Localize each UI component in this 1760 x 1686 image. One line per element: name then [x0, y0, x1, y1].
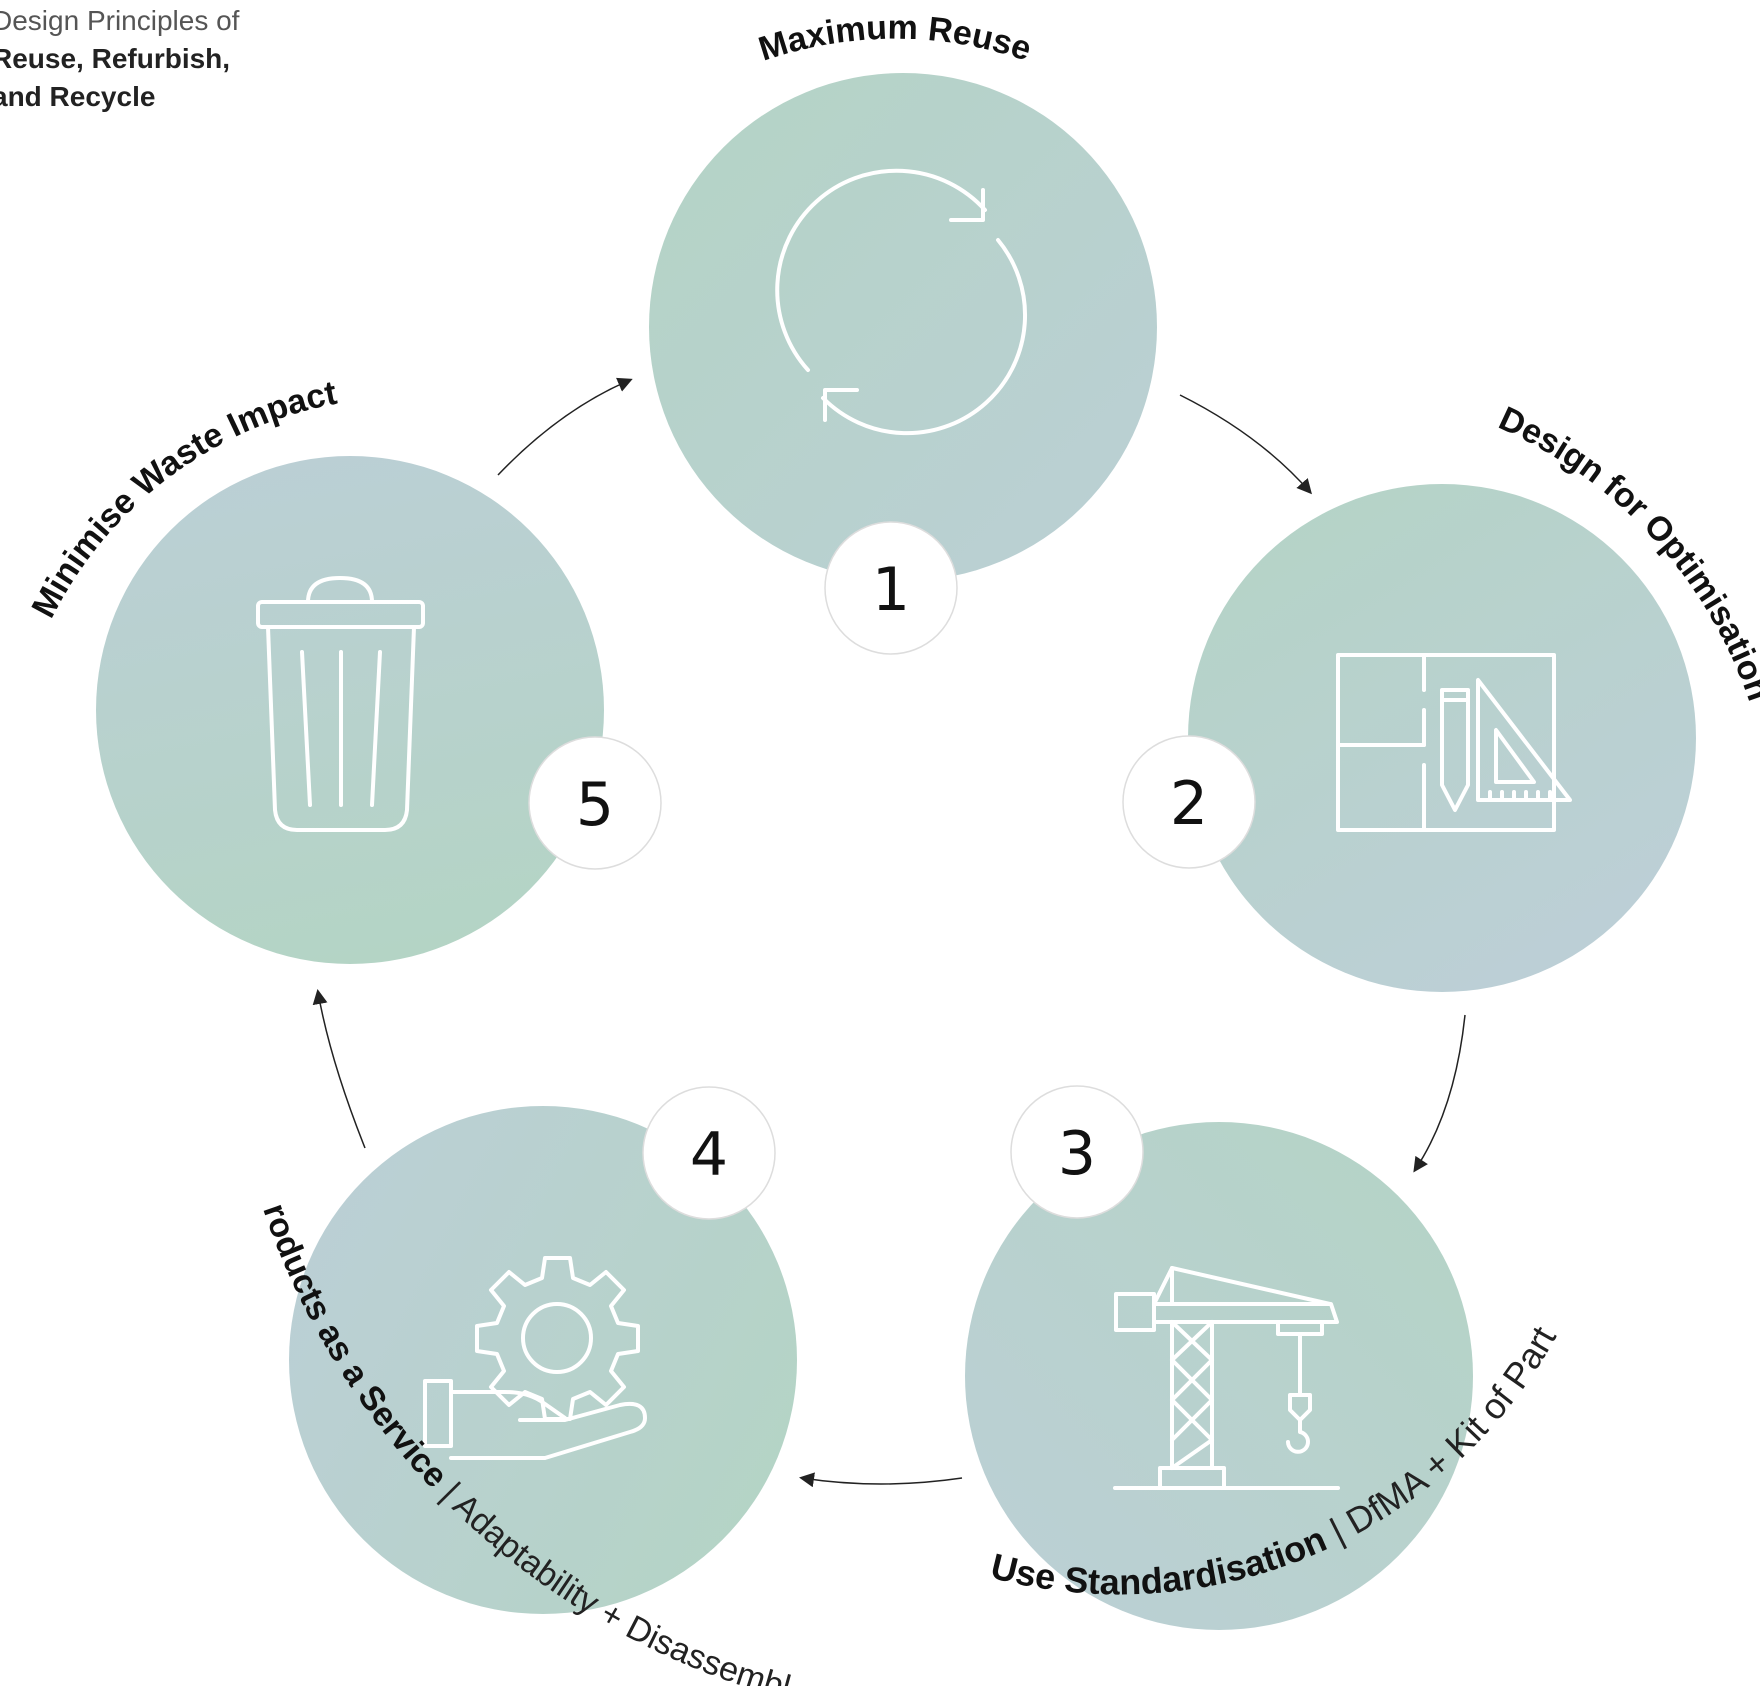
- principle-3-badge: [1010, 1085, 1144, 1219]
- principle-4-badge: [642, 1086, 776, 1220]
- trash-bin-icon: [256, 576, 425, 832]
- principle-4-node: 4: [289, 1086, 797, 1614]
- header-line-1: Design Principles of: [0, 5, 240, 36]
- header-line-3: and Recycle: [0, 81, 156, 112]
- principle-5-badge: [528, 736, 662, 870]
- principle-1-circle: [649, 73, 1157, 581]
- principle-4-circle: [289, 1106, 797, 1614]
- principle-5-node: 5: [96, 456, 662, 964]
- principle-3-circle: [965, 1122, 1473, 1630]
- principle-2-node: 2: [1122, 484, 1696, 992]
- principle-1-badge: [824, 521, 958, 655]
- arrow-1-to-2: [1179, 394, 1312, 495]
- principle-1-node: 1: [649, 73, 1157, 655]
- tower-crane-icon: [1113, 1266, 1340, 1490]
- arrow-5-to-1: [497, 377, 633, 476]
- principle-3-node: 3: [965, 1085, 1473, 1630]
- principle-2-number: 2: [1170, 769, 1208, 839]
- principle-4-number: 4: [690, 1120, 728, 1190]
- diagram-header: Design Principles of Reuse, Refurbish, a…: [0, 2, 312, 116]
- header-line-2: Reuse, Refurbish,: [0, 43, 231, 74]
- principle-5-number: 5: [576, 770, 614, 840]
- arrow-4-to-5: [312, 989, 366, 1149]
- principle-1-number: 1: [872, 555, 910, 625]
- refresh-cycle-icon: [775, 168, 1028, 436]
- principle-2-badge: [1122, 735, 1256, 869]
- hand-gear-icon: [423, 1256, 647, 1460]
- principle-5-circle: [96, 456, 604, 964]
- principle-3-number: 3: [1058, 1119, 1096, 1189]
- blueprint-pencil-triangle-icon: [1336, 653, 1572, 832]
- principle-1-title: Maximum Reuse: [754, 9, 1036, 69]
- arrow-3-to-4: [799, 1472, 963, 1488]
- arrow-2-to-3: [1413, 1014, 1466, 1173]
